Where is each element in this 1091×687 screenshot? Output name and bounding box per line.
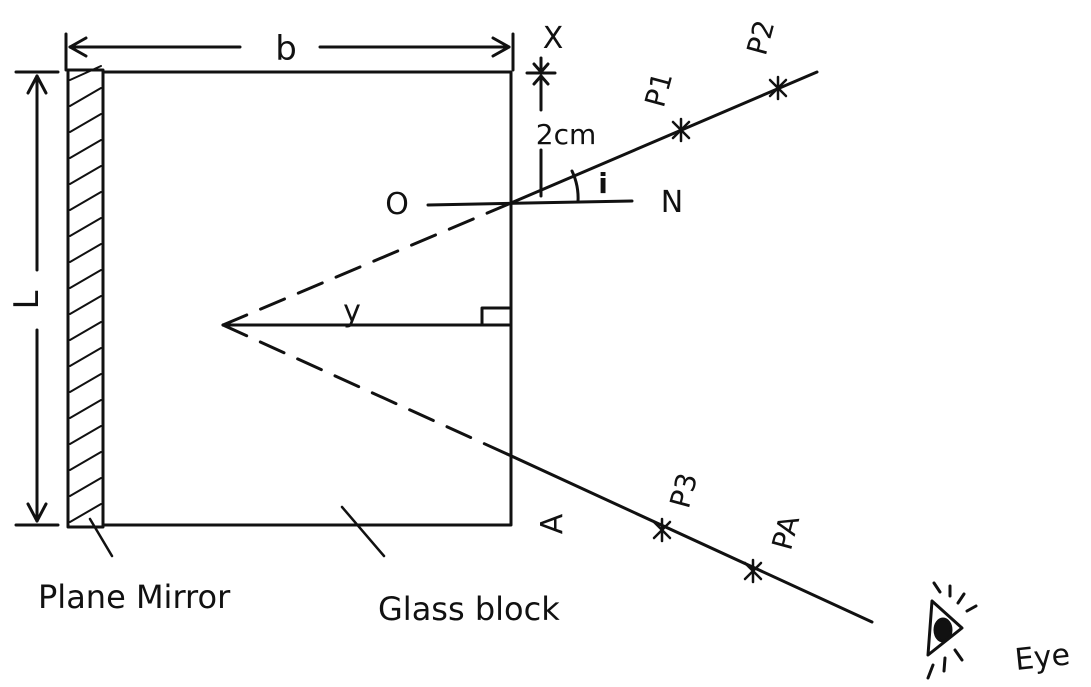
label-i: i — [598, 167, 608, 200]
label-o: O — [385, 187, 409, 222]
glass-block — [101, 70, 513, 527]
ray-path-inside-block — [221, 201, 513, 456]
perpendicular-distance — [221, 306, 511, 327]
label-l: L — [7, 290, 47, 309]
label-eye: Eye — [1013, 637, 1072, 678]
offset-dimension — [525, 56, 557, 198]
label-leaders — [88, 505, 386, 558]
normal-line — [426, 199, 634, 207]
pin-p2 — [768, 75, 788, 101]
pin-p4 — [743, 558, 763, 584]
pin-p1 — [671, 117, 691, 143]
label-b: b — [275, 29, 297, 69]
label-p3: P3 — [663, 470, 704, 512]
eye-icon — [926, 581, 978, 680]
label-p1: P1 — [638, 69, 679, 111]
incidence-angle-arc — [570, 169, 580, 204]
label-x: X — [543, 21, 564, 56]
label-y: y — [343, 294, 361, 329]
plane-mirror — [66, 65, 105, 529]
label-p2: P2 — [740, 17, 781, 59]
incident-ray — [509, 70, 819, 205]
label-n: N — [661, 185, 683, 220]
emergent-ray — [505, 452, 874, 624]
length-dimension — [14, 70, 60, 527]
label-two-cm: 2cm — [536, 118, 596, 151]
label-p4: PA — [765, 512, 806, 554]
pin-p3 — [652, 517, 672, 543]
label-glass-block: Glass block — [378, 590, 560, 628]
width-dimension — [64, 32, 515, 72]
label-plane-mirror: Plane Mirror — [38, 578, 231, 616]
label-a: A — [535, 513, 570, 534]
